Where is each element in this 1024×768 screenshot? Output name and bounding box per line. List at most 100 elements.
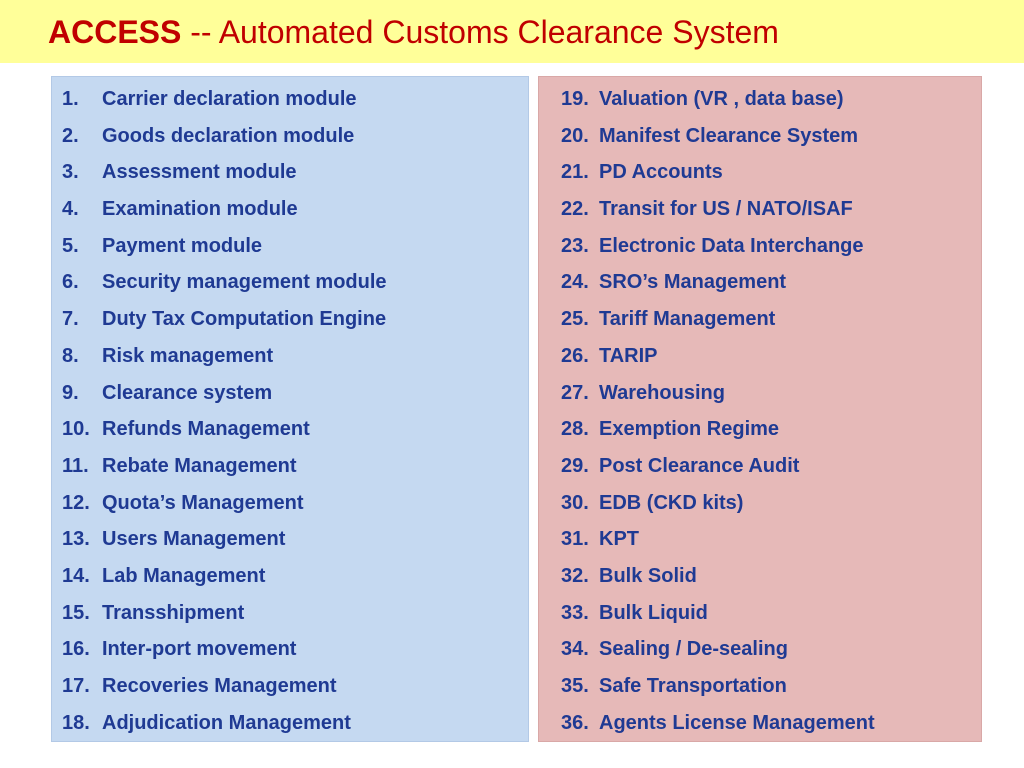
list-item-number: 33.	[561, 601, 589, 624]
list-item-label: Adjudication Management	[102, 711, 351, 734]
list-item-number: 12.	[62, 491, 90, 514]
list-item: 6. Security management module	[62, 270, 387, 307]
list-item-label: Bulk Solid	[599, 564, 697, 587]
list-item-number: 30.	[561, 491, 589, 514]
list-item-number: 11.	[62, 454, 89, 477]
list-item-label: Inter-port movement	[102, 638, 297, 661]
list-item-number: 28.	[561, 418, 589, 441]
list-item-label: Rebate Management	[102, 454, 297, 477]
list-item: 19.Valuation (VR , data base)	[561, 87, 875, 124]
list-item-number: 24.	[561, 271, 589, 294]
list-item-label: Risk management	[102, 344, 274, 367]
slide-title: ACCESS -- Automated Customs Clearance Sy…	[48, 12, 779, 52]
list-item: 29. Post Clearance Audit	[561, 454, 875, 491]
list-item: 8.Risk management	[62, 344, 387, 381]
list-item: 27. Warehousing	[561, 381, 875, 418]
list-item-label: Bulk Liquid	[599, 601, 708, 624]
list-item-number: 3.	[62, 161, 79, 184]
list-item-label: Valuation (VR , data base)	[599, 88, 844, 110]
list-item: 13. Users Management	[62, 527, 387, 564]
list-item: 10. Refunds Management	[62, 417, 387, 454]
list-item-number: 25.	[561, 308, 589, 331]
list-item: 23. Electronic Data Interchange	[561, 234, 875, 271]
list-item-label: Exemption Regime	[599, 418, 780, 441]
list-item-number: 6.	[62, 271, 79, 294]
list-item-number: 26.	[561, 344, 589, 367]
list-item: 2. Goods declaration module	[62, 124, 387, 161]
list-item-label: Clearance system	[102, 381, 273, 404]
list-item-number: 7.	[62, 308, 79, 331]
list-item: 25. Tariff Management	[561, 307, 875, 344]
list-item: 26. TARIP	[561, 344, 875, 381]
list-item: 3. Assessment module	[62, 160, 387, 197]
list-item-number: 35.	[561, 675, 589, 697]
list-item-label: Assessment module	[102, 161, 297, 184]
right-modules-panel: 19.Valuation (VR , data base)20. Manifest…	[538, 76, 982, 742]
list-item-number: 36.	[561, 711, 589, 734]
list-item: 18. Adjudication Management	[62, 711, 387, 748]
list-item-label: Tariff Management	[599, 308, 776, 331]
list-item-number: 13.	[62, 528, 90, 551]
list-item-label: Transit for US / NATO/ISAF	[599, 198, 853, 221]
title-bar: ACCESS -- Automated Customs Clearance Sy…	[0, 0, 1024, 63]
list-item-label: Goods declaration module	[102, 124, 355, 147]
list-item-label: SRO’s Management	[599, 271, 787, 294]
list-item-label: Sealing / De-sealing	[599, 638, 788, 661]
list-item-number: 16.	[62, 638, 90, 661]
list-item-number: 2.	[62, 124, 79, 147]
list-item-number: 17.	[62, 675, 90, 697]
list-item: 30. EDB (CKD kits)	[561, 491, 875, 528]
list-item: 15. Transshipment	[62, 601, 387, 638]
list-item-label: Duty Tax Computation Engine	[102, 308, 387, 331]
list-item: 12. Quota’s Management	[62, 491, 387, 528]
list-item: 32.Bulk Solid	[561, 564, 875, 601]
list-item-number: 22.	[561, 198, 589, 221]
list-item: 33. Bulk Liquid	[561, 601, 875, 638]
left-modules-panel: 1. Carrier declaration module 2. Goods decl…	[51, 76, 529, 742]
list-item-label: Safe Transportation	[599, 675, 787, 697]
list-item: 14.Lab Management	[62, 564, 387, 601]
list-item: 36. Agents License Management	[561, 711, 875, 748]
list-item-number: 34.	[561, 638, 589, 661]
list-item-number: 20.	[561, 124, 589, 147]
list-item: 21.PD Accounts	[561, 160, 875, 197]
list-item-label: Transshipment	[102, 601, 245, 624]
list-item-number: 14.	[62, 564, 90, 587]
list-item-label: Carrier declaration module	[102, 88, 357, 110]
list-item-number: 5.	[62, 234, 79, 257]
list-item: 1. Carrier declaration module	[62, 87, 387, 124]
list-item: 35. Safe Transportation	[561, 674, 875, 711]
list-item-label: Electronic Data Interchange	[599, 234, 864, 257]
list-item-label: Payment module	[102, 234, 263, 257]
list-item: 9.Clearance system	[62, 381, 387, 418]
list-item-number: 18.	[62, 711, 90, 734]
list-item-label: Post Clearance Audit	[599, 454, 800, 477]
list-item: 17.Recoveries Management	[62, 674, 387, 711]
list-item-number: 29.	[561, 454, 589, 477]
list-item: 24. SRO’s Management	[561, 270, 875, 307]
list-item-label: Quota’s Management	[102, 491, 304, 514]
title-acronym: ACCESS	[48, 14, 182, 50]
list-item: 7. Duty Tax Computation Engine	[62, 307, 387, 344]
list-item-number: 10.	[62, 418, 90, 441]
list-item-label: TARIP	[599, 344, 658, 367]
list-item-number: 23.	[561, 234, 589, 257]
list-item-label: PD Accounts	[599, 161, 723, 184]
right-module-list: 19.Valuation (VR , data base)20. Manifest…	[561, 87, 875, 747]
list-item-label: Agents License Management	[599, 711, 875, 734]
list-item-number: 27.	[561, 381, 589, 404]
list-item-label: Manifest Clearance System	[599, 124, 859, 147]
list-item-label: Examination module	[102, 198, 298, 221]
list-item: 34. Sealing / De-sealing	[561, 637, 875, 674]
list-item-number: 15.	[62, 601, 90, 624]
list-item-label: Refunds Management	[102, 418, 310, 441]
list-item-number: 4.	[62, 198, 79, 221]
list-item-label: EDB (CKD kits)	[599, 491, 744, 514]
list-item-label: Security management module	[102, 271, 387, 294]
list-item-label: KPT	[599, 528, 639, 551]
list-item-label: Warehousing	[599, 381, 725, 404]
left-module-list: 1. Carrier declaration module 2. Goods decl…	[62, 87, 387, 747]
list-item-number: 1.	[62, 88, 79, 110]
list-item-label: Users Management	[102, 528, 286, 551]
list-item-number: 31.	[561, 528, 589, 551]
